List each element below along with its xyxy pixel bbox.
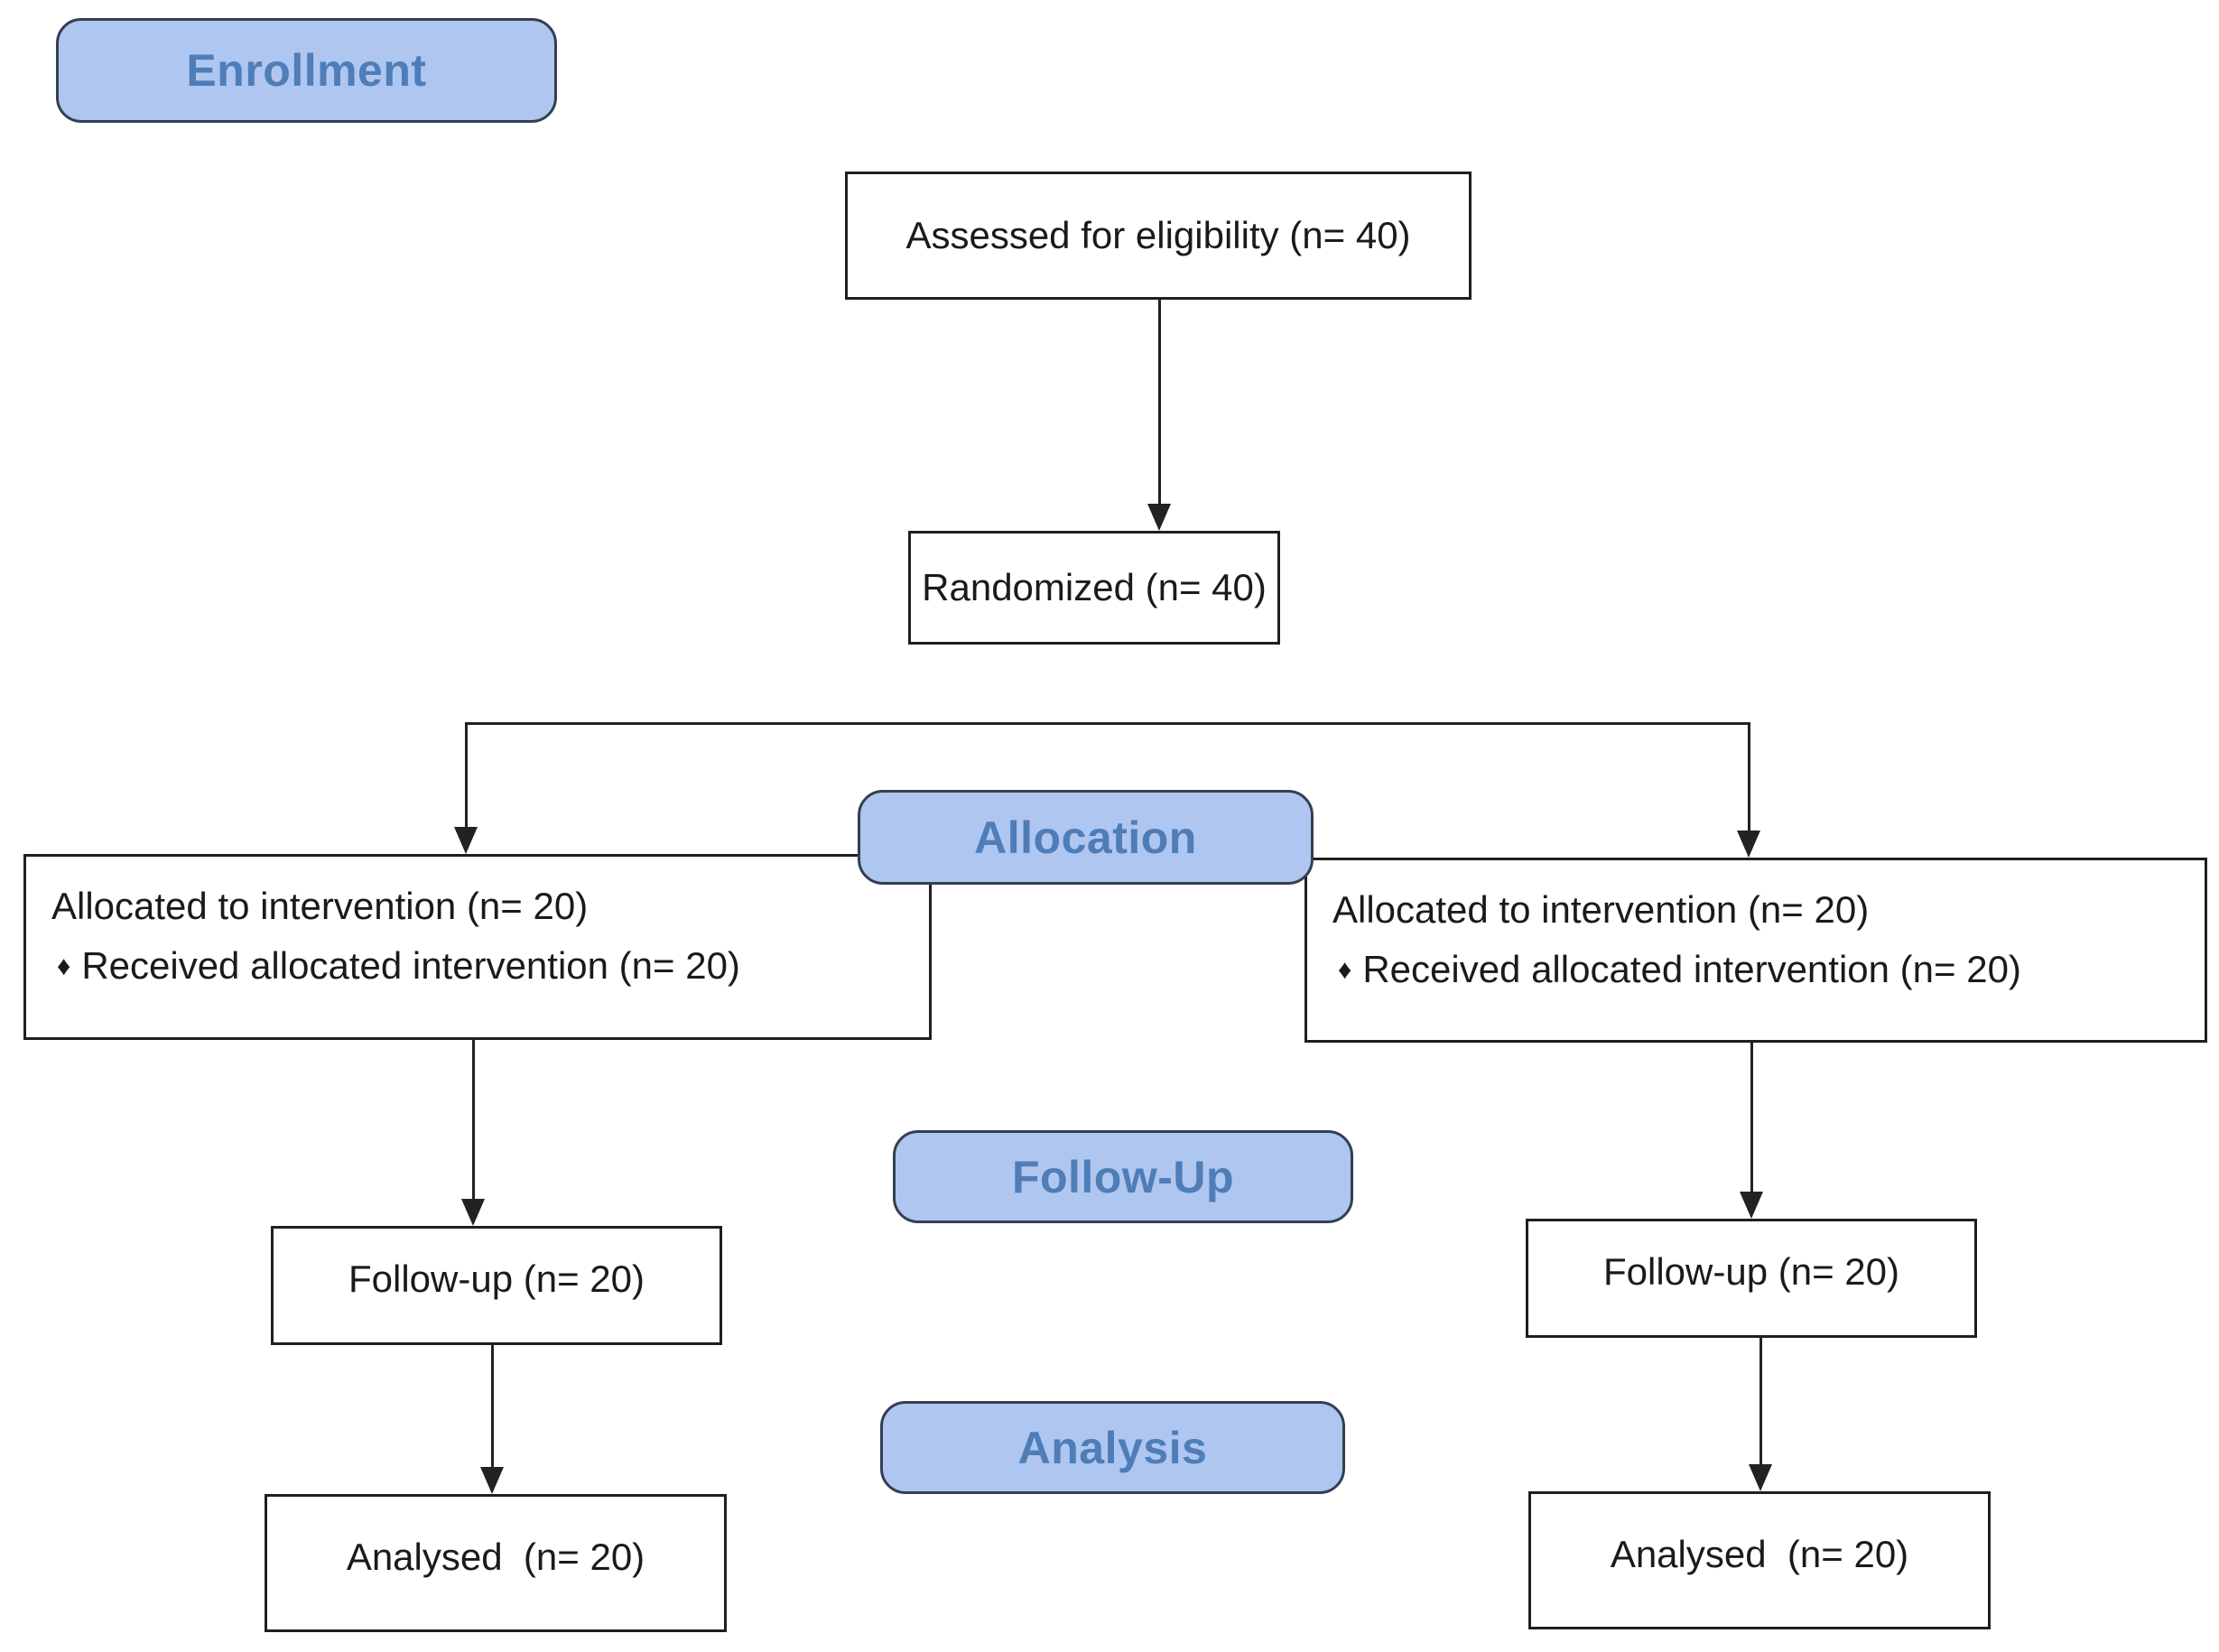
arrow-head	[1737, 831, 1760, 858]
arrow-head	[1147, 504, 1171, 531]
box-label: Analysed (n= 20)	[346, 1535, 645, 1578]
box-randomized: Randomized (n= 40)	[908, 531, 1280, 645]
arrow-branch-to-left-group	[454, 723, 478, 854]
stage-badge-followup: Follow-Up	[893, 1130, 1353, 1223]
stage-badge-label: Follow-Up	[1011, 1151, 1235, 1202]
box-label: Assessed for eligibility (n= 40)	[905, 214, 1411, 256]
arrow-head	[454, 827, 478, 854]
arrow-head	[1749, 1464, 1772, 1491]
allocated-title: Allocated to intervention (n= 20)	[51, 885, 589, 927]
allocated-title: Allocated to intervention (n= 20)	[1332, 888, 1870, 931]
box-label: Follow-up (n= 20)	[1603, 1250, 1899, 1293]
arrow-assessed-to-randomized	[1147, 300, 1171, 531]
arrow-head	[461, 1199, 485, 1226]
arrow-allocated-left-to-followup	[461, 1040, 485, 1226]
arrow-shaft	[471, 1040, 475, 1199]
arrow-shaft	[1750, 1043, 1753, 1192]
stage-badge-analysis: Analysis	[880, 1401, 1345, 1494]
box-followup-right: Follow-up (n= 20)	[1526, 1219, 1977, 1338]
stage-badge-label: Analysis	[1017, 1422, 1208, 1473]
allocated-bullet-row: ♦ Received allocated intervention (n= 20)	[1332, 940, 2021, 1000]
stage-badge-label: Enrollment	[186, 45, 427, 96]
arrow-shaft	[1759, 1338, 1762, 1464]
allocated-bullet-text: Received allocated intervention (n= 20)	[81, 944, 740, 987]
arrow-followup-left-to-analysed	[480, 1345, 504, 1494]
branch-connector-line	[465, 722, 1750, 725]
arrow-shaft	[490, 1345, 494, 1467]
arrow-shaft	[1157, 300, 1161, 504]
diamond-bullet-icon: ♦	[57, 951, 71, 981]
stage-badge-enrollment: Enrollment	[56, 18, 557, 123]
box-assessed-eligibility: Assessed for eligibility (n= 40)	[845, 172, 1472, 300]
box-analysed-right: Analysed (n= 20)	[1528, 1491, 1991, 1629]
box-followup-left: Follow-up (n= 20)	[271, 1226, 722, 1345]
box-label: Randomized (n= 40)	[922, 566, 1267, 608]
allocated-bullet-row: ♦ Received allocated intervention (n= 20)	[51, 936, 740, 997]
arrow-head	[480, 1467, 504, 1494]
allocated-bullet-text: Received allocated intervention (n= 20)	[1362, 948, 2021, 990]
arrow-branch-to-right-group	[1737, 723, 1760, 858]
stage-badge-label: Allocation	[974, 812, 1197, 863]
arrow-followup-right-to-analysed	[1749, 1338, 1772, 1491]
stage-badge-allocation: Allocation	[858, 790, 1314, 885]
diamond-bullet-icon: ♦	[1338, 955, 1352, 985]
box-allocated-right: Allocated to intervention (n= 20) ♦ Recei…	[1304, 858, 2207, 1043]
box-label: Follow-up (n= 20)	[348, 1258, 645, 1300]
arrow-shaft	[1747, 723, 1750, 831]
box-allocated-left: Allocated to intervention (n= 20) ♦ Recei…	[23, 854, 932, 1040]
arrow-shaft	[464, 723, 468, 827]
box-analysed-left: Analysed (n= 20)	[265, 1494, 727, 1632]
box-label: Analysed (n= 20)	[1610, 1532, 1909, 1575]
arrow-head	[1740, 1192, 1763, 1219]
arrow-allocated-right-to-followup	[1740, 1043, 1763, 1219]
